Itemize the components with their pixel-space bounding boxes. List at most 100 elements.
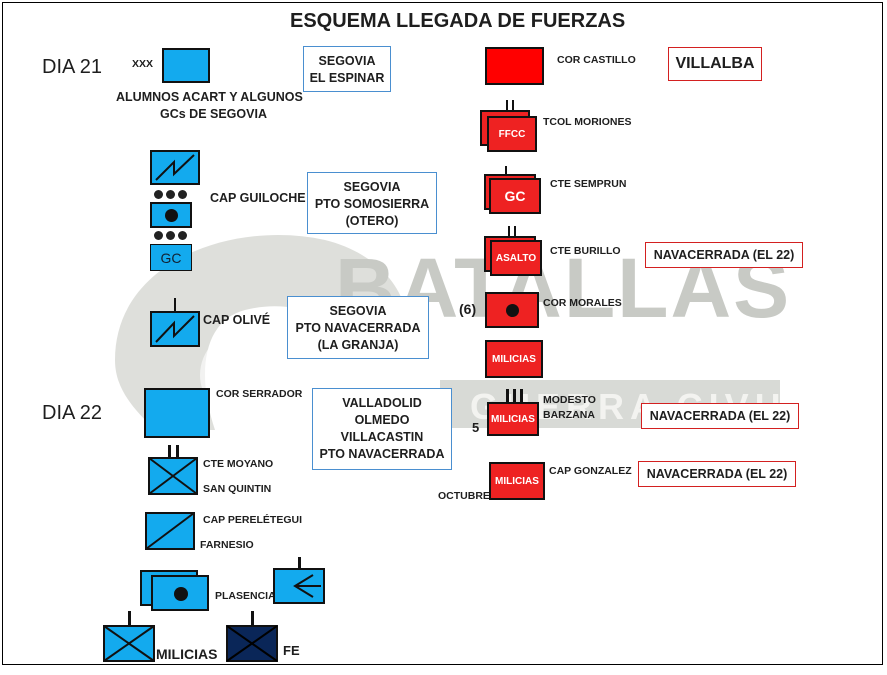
segovia-navacerrada-box: SEGOVIA PTO NAVACERRADA (LA GRANJA): [287, 296, 429, 359]
gc-label: GC: [504, 188, 526, 204]
box-line: EL ESPINAR: [309, 71, 385, 85]
navacerrada-box-2: NAVACERRADA (EL 22): [641, 403, 799, 429]
segovia-espinar-box: SEGOVIA EL ESPINAR: [303, 46, 391, 92]
plasencia-label: PLASENCIA: [215, 590, 276, 602]
guiloche-label: CAP GUILOCHE: [210, 191, 306, 205]
pereletegui-cavalry-symbol: [145, 512, 195, 550]
moriones-ffcc-symbol: FFCC: [487, 116, 537, 152]
unit-stalk: [168, 445, 171, 458]
day-22-label: DIA 22: [42, 402, 103, 424]
guiloche-gc-symbol: GC: [150, 244, 192, 271]
echelon-dot: [166, 231, 175, 240]
unit-stalk: [512, 100, 514, 112]
echelon-dot: [166, 190, 175, 199]
morales-label: COR MORALES: [543, 297, 622, 309]
navacerrada-box-3: NAVACERRADA (EL 22): [638, 461, 796, 487]
pereletegui-label: CAP PERELÉTEGUI: [203, 514, 302, 526]
milicias-label: MILICIAS: [156, 646, 218, 662]
echelon-dot: [178, 231, 187, 240]
gc-label: GC: [160, 249, 182, 266]
milicias-label: MILICIAS: [492, 353, 536, 365]
box-line: (OTERO): [345, 214, 399, 228]
villalba-box: VILLALBA: [668, 47, 762, 81]
echelon-dot: [154, 231, 163, 240]
guiloche-mg-symbol: [150, 202, 192, 228]
box-line: (LA GRANJA): [317, 338, 399, 352]
alumnos-unit-symbol: [162, 48, 210, 83]
unit-stalk: [505, 166, 507, 176]
serrador-unit-symbol: [144, 388, 210, 438]
alumnos-label: ALUMNOS ACART Y ALGUNOS: [116, 90, 303, 104]
segovia-somosierra-box: SEGOVIA PTO SOMOSIERRA (OTERO): [307, 172, 437, 234]
milicias-label: MILICIAS: [495, 475, 539, 487]
ffcc-label: FFCC: [498, 128, 526, 140]
unit-stalk: [506, 100, 508, 112]
alumnos-label-2: GCs DE SEGOVIA: [160, 107, 267, 121]
unit-stalk: [176, 445, 179, 458]
box-line: PTO NAVACERRADA: [295, 321, 421, 335]
unit-stalk: [298, 557, 301, 569]
box-line: SEGOVIA: [318, 54, 376, 68]
moyano-label: CTE MOYANO: [203, 458, 274, 470]
guiloche-unit-symbol: [150, 150, 200, 185]
box-line: SEGOVIA: [343, 180, 401, 194]
serrador-label: COR SERRADOR: [216, 388, 303, 400]
modesto-milicias-symbol: MILICIAS: [487, 402, 539, 436]
box-line: OLMEDO: [354, 413, 410, 427]
unit-stalk: [128, 611, 131, 626]
moriones-label: TCOL MORIONES: [543, 116, 632, 128]
fe-label: FE: [283, 643, 300, 658]
gonzalez-label: CAP GONZALEZ: [549, 465, 632, 477]
burillo-label: CTE BURILLO: [550, 245, 621, 257]
milicias-label: MILICIAS: [491, 413, 535, 425]
unit-stalk: [506, 389, 509, 403]
navacerrada-box-1: NAVACERRADA (EL 22): [645, 242, 803, 268]
unit-stalk: [513, 389, 516, 403]
fe-infantry-symbol: [226, 625, 278, 662]
asalto-label: ASALTO: [495, 252, 537, 264]
olive-label: CAP OLIVÉ: [203, 313, 271, 327]
box-line: VALLADOLID: [342, 396, 422, 410]
octubre-label: OCTUBRE: [438, 490, 490, 502]
circle-icon: [174, 587, 188, 601]
castillo-unit-symbol: [485, 47, 544, 85]
castillo-label: COR CASTILLO: [557, 54, 636, 66]
morales-mg-symbol: [485, 292, 539, 328]
olive-unit-symbol: [150, 311, 200, 347]
xxx-mark: XXX: [132, 58, 154, 70]
unit-stalk: [520, 389, 523, 403]
helmet-watermark-icon: [115, 235, 407, 430]
echelon-dot: [178, 190, 187, 199]
burillo-asalto-symbol: ASALTO: [490, 240, 542, 276]
plasencia-mg-symbol: [151, 575, 209, 611]
recon-unit-symbol: [273, 568, 325, 604]
unit-stalk: [514, 226, 516, 238]
echelon-dot: [154, 190, 163, 199]
box-line: PTO NAVACERRADA: [319, 447, 445, 461]
farnesio-label: FARNESIO: [200, 539, 254, 551]
unit-stalk: [251, 611, 254, 626]
milicias-unit-symbol: MILICIAS: [485, 340, 543, 378]
modesto-label: MODESTO: [543, 394, 596, 406]
moyano-infantry-symbol: [148, 457, 198, 495]
milicias-infantry-symbol: [103, 625, 155, 662]
count-6-label: (6): [459, 301, 477, 317]
circle-icon: [165, 209, 178, 222]
circle-icon: [506, 304, 519, 317]
san-quintin-label: SAN QUINTIN: [203, 483, 272, 495]
day-21-label: DIA 21: [42, 56, 103, 78]
semprun-gc-symbol: GC: [489, 178, 541, 214]
valladolid-box: VALLADOLID OLMEDO VILLACASTIN PTO NAVACE…: [312, 388, 452, 470]
box-line: PTO SOMOSIERRA: [314, 197, 430, 211]
box-line: SEGOVIA: [329, 304, 387, 318]
unit-stalk: [174, 298, 176, 312]
semprun-label: CTE SEMPRUN: [550, 178, 627, 190]
box-line: VILLACASTIN: [340, 430, 424, 444]
diagram-frame: [2, 2, 883, 665]
page-title: ESQUEMA LLEGADA DE FUERZAS: [290, 10, 626, 32]
gonzalez-milicias-symbol: MILICIAS: [489, 462, 545, 500]
unit-stalk: [508, 226, 510, 238]
barzana-label: BARZANA: [543, 409, 595, 421]
count-5-label: 5: [472, 420, 480, 435]
